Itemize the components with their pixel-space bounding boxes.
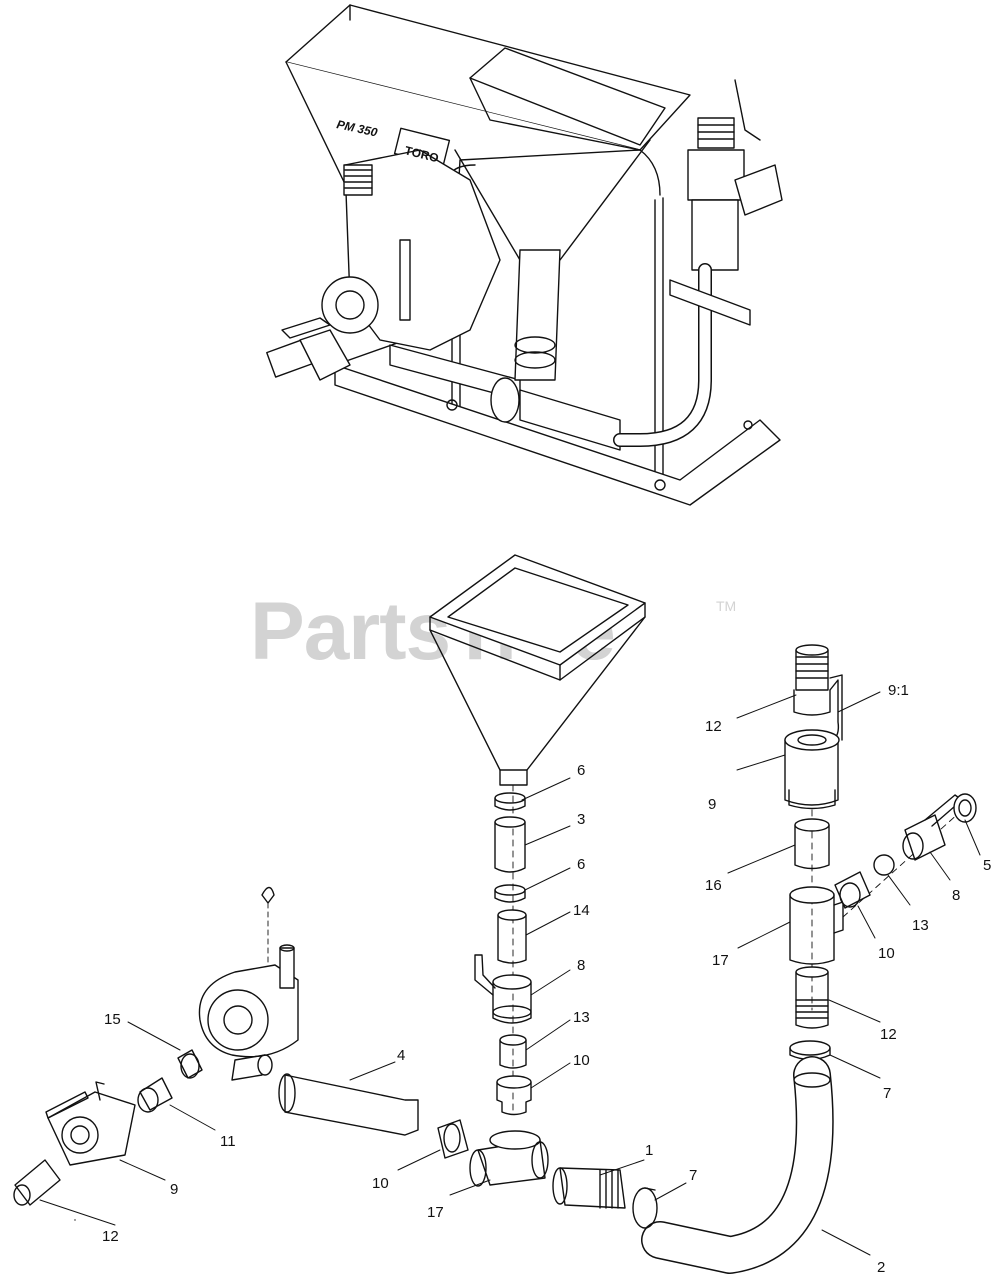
callout-7: 7 xyxy=(689,1167,698,1184)
pump-and-lower-exploded xyxy=(13,886,658,1229)
assembled-machine-illustration xyxy=(266,4,783,506)
callout-13: 13 xyxy=(573,1009,590,1026)
callout-14: 14 xyxy=(573,902,590,919)
callout-8: 8 xyxy=(577,957,586,974)
callout-16: 16 xyxy=(705,877,722,894)
callout-12: 12 xyxy=(880,1026,897,1043)
callout-6: 6 xyxy=(577,762,586,779)
callout-12: 12 xyxy=(705,718,722,735)
callout-10: 10 xyxy=(573,1052,590,1069)
callout-5: 5 xyxy=(983,857,992,874)
callout-10: 10 xyxy=(878,945,895,962)
callout-1: 1 xyxy=(645,1142,654,1159)
hopper-exploded xyxy=(429,554,646,1116)
callout-6: 6 xyxy=(577,856,586,873)
callout-9: 9 xyxy=(708,796,717,813)
callout-9: 9 xyxy=(170,1181,179,1198)
callout-3: 3 xyxy=(577,811,586,828)
callout-15: 15 xyxy=(104,1011,121,1028)
leader-lines xyxy=(39,691,981,1256)
callout-17: 17 xyxy=(712,952,729,969)
callout-4: 4 xyxy=(397,1047,406,1064)
callout-13: 13 xyxy=(912,917,929,934)
callout-11: 11 xyxy=(220,1133,236,1150)
watermark-tm: TM xyxy=(716,598,737,614)
callout-9-1: 9:1 xyxy=(888,682,909,699)
callout-2: 2 xyxy=(877,1259,886,1276)
callout-10: 10 xyxy=(372,1175,389,1192)
callout-12: 12 xyxy=(102,1228,119,1245)
callout-17: 17 xyxy=(427,1204,444,1221)
callout-7: 7 xyxy=(883,1085,892,1102)
right-column-exploded xyxy=(641,644,977,1274)
callout-8: 8 xyxy=(952,887,961,904)
